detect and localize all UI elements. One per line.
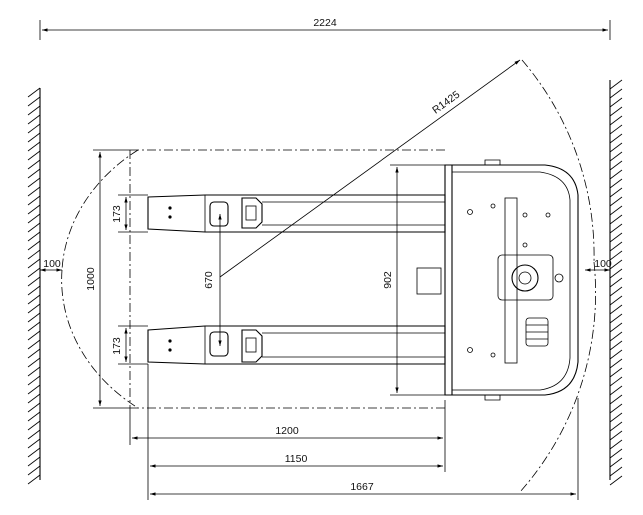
- lower-load-roller: [209, 331, 229, 357]
- pallet-outline: [129, 149, 445, 409]
- lower-fork-wheel: [241, 329, 263, 363]
- upper-fork: [147, 194, 446, 233]
- truck-body: [416, 159, 579, 401]
- upper-load-roller: [209, 201, 229, 227]
- upper-fork-wheel: [241, 197, 263, 229]
- dim-total-width: 2224: [39, 17, 611, 40]
- turning-radius-arc: [61, 59, 596, 493]
- overall-length-label: 1667: [350, 481, 374, 493]
- pallet-width-label: 1000: [85, 267, 97, 291]
- pallet-length-label: 1200: [275, 425, 299, 437]
- body-width-label: 902: [382, 271, 394, 289]
- dim-fork-spread: 670: [203, 214, 222, 346]
- dim-pallet-width: 1000: [85, 149, 130, 409]
- dim-pallet-length: 1200: [129, 400, 446, 445]
- clearance-right-label: 100: [594, 258, 612, 270]
- dim-clearance-left: 100: [40, 258, 62, 272]
- dim-body-width: 902: [382, 164, 445, 396]
- dim-turning-radius: R1425: [219, 59, 521, 278]
- total-width-label: 2224: [313, 17, 337, 29]
- fork-spread-label: 670: [203, 271, 215, 289]
- fork-length-label: 1150: [285, 453, 308, 465]
- turning-radius-label: R1425: [430, 89, 462, 117]
- fork-width-lower-label: 173: [111, 337, 123, 355]
- clearance-left-label: 100: [43, 258, 61, 270]
- dim-clearance-right: 100: [585, 258, 612, 272]
- dim-overall-length: 1667: [150, 398, 579, 500]
- fork-width-upper-label: 173: [111, 205, 123, 223]
- dim-fork-width-lower: 173: [111, 325, 148, 365]
- dim-fork-length: 1150: [147, 364, 446, 500]
- lower-fork: [147, 325, 446, 365]
- dim-fork-width-upper: 173: [111, 194, 148, 233]
- left-wall: [27, 87, 41, 485]
- right-wall: [609, 79, 623, 486]
- steering-motor-icon: [511, 264, 539, 292]
